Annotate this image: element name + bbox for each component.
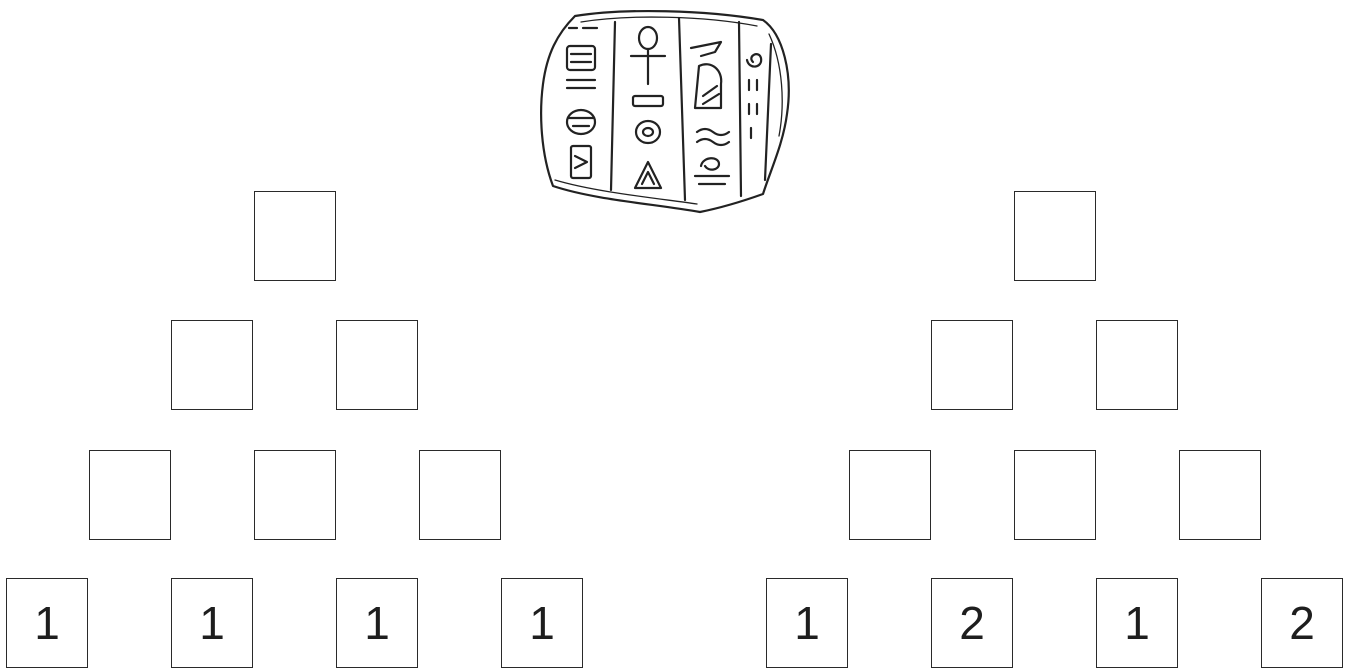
empty-input-cell[interactable] bbox=[1179, 450, 1261, 540]
hieroglyph-tablet-icon bbox=[535, 4, 800, 216]
empty-input-cell[interactable] bbox=[1096, 320, 1178, 410]
empty-input-cell[interactable] bbox=[849, 450, 931, 540]
empty-input-cell[interactable] bbox=[171, 320, 253, 410]
given-number-cell: 1 bbox=[6, 578, 88, 668]
given-number-cell: 1 bbox=[171, 578, 253, 668]
given-number-cell: 1 bbox=[1096, 578, 1178, 668]
empty-input-cell[interactable] bbox=[1014, 191, 1096, 281]
empty-input-cell[interactable] bbox=[419, 450, 501, 540]
given-number-cell: 2 bbox=[1261, 578, 1343, 668]
empty-input-cell[interactable] bbox=[1014, 450, 1096, 540]
empty-input-cell[interactable] bbox=[931, 320, 1013, 410]
empty-input-cell[interactable] bbox=[336, 320, 418, 410]
given-number-cell: 1 bbox=[501, 578, 583, 668]
given-number-cell: 2 bbox=[931, 578, 1013, 668]
empty-input-cell[interactable] bbox=[254, 191, 336, 281]
empty-input-cell[interactable] bbox=[89, 450, 171, 540]
given-number-cell: 1 bbox=[766, 578, 848, 668]
empty-input-cell[interactable] bbox=[254, 450, 336, 540]
given-number-cell: 1 bbox=[336, 578, 418, 668]
